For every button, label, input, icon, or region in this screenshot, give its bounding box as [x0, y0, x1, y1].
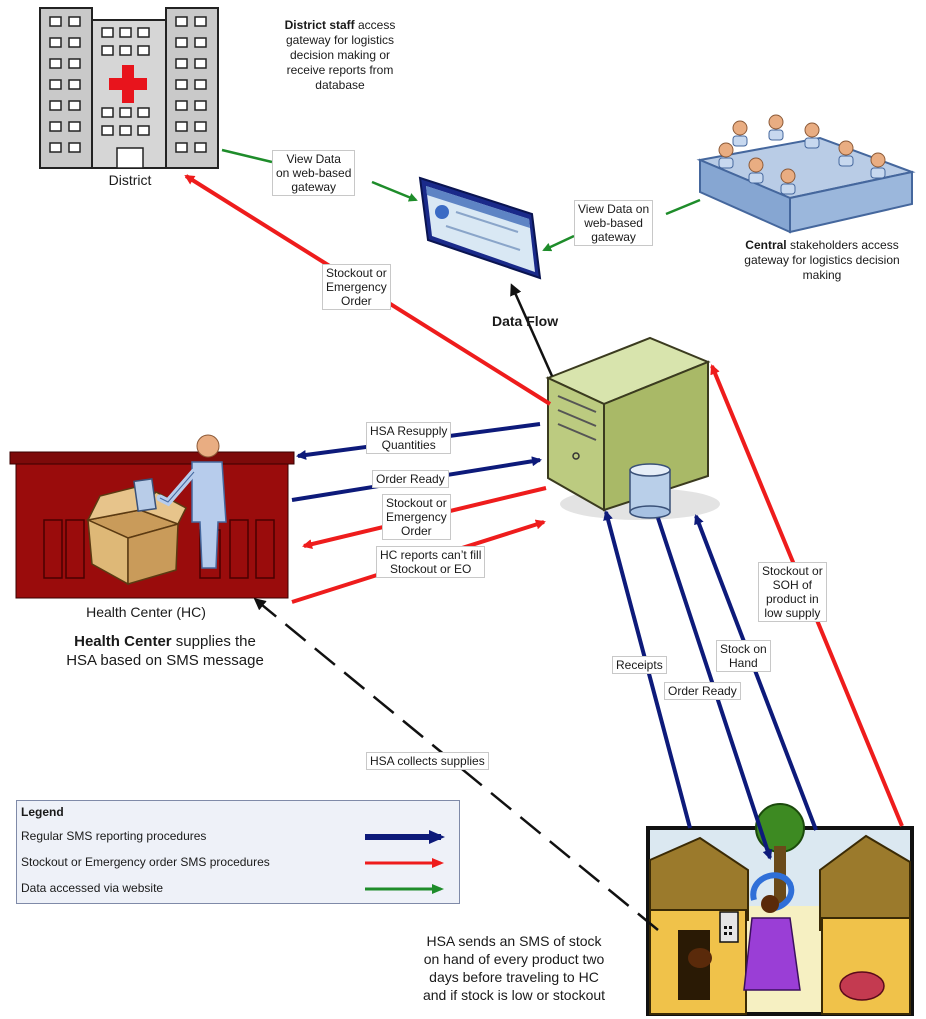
edge-label-line: HC reports can’t fill [380, 548, 482, 562]
database-cylinder-icon [629, 463, 671, 519]
edge-label-line: HSA Resupply [370, 424, 448, 438]
edge-label-district-view: View Data on web-based gateway [272, 150, 356, 196]
edge-label-line: Emergency [326, 280, 387, 294]
edge-label-line: Stockout or [762, 564, 823, 578]
district-label: District [108, 172, 152, 188]
edge-label-line: View Data on [578, 202, 650, 216]
edge-label-soh-low: Stockout or SOH of product in low supply [758, 562, 827, 622]
edge-label-line: Stock on [720, 642, 767, 656]
health-center-icon [9, 434, 295, 599]
hsa-description-line: days before traveling to HC [429, 969, 599, 985]
legend: Legend Regular SMS reporting procedures … [16, 800, 460, 904]
central-description: Central stakeholders access gateway for … [722, 238, 922, 283]
central-description-text: stakeholders access [786, 238, 899, 252]
edge-label-line: View Data [286, 152, 341, 166]
legend-title: Legend [21, 805, 64, 819]
stock-on-hand-arrow [694, 514, 818, 831]
edge-label-line: Order Ready [376, 472, 445, 486]
edge-label-district-stockout: Stockout or Emergency Order [322, 264, 391, 310]
district-description-line: receive reports from [286, 63, 394, 77]
edge-label-hsa-collects: HSA collects supplies [366, 752, 489, 770]
edge-label-hsa-resupply: HSA Resupply Quantities [366, 422, 452, 454]
central-view-arrow-segment [665, 198, 701, 216]
central-description-bold: Central [745, 238, 787, 252]
edge-label-line: Stockout or [326, 266, 387, 280]
district-description-line: gateway for logistics [285, 33, 395, 47]
district-description-text: access [354, 18, 396, 32]
legend-item-label: Stockout or Emergency order SMS procedur… [21, 855, 270, 869]
legend-item-label: Data accessed via website [21, 881, 164, 895]
edge-label-receipts: Receipts [612, 656, 667, 674]
legend-swatches [365, 830, 445, 894]
other-flow-lines [253, 283, 659, 931]
health-center-label: Health Center (HC) [86, 604, 206, 620]
district-description-line: database [315, 78, 365, 92]
central-description-line: gateway for logistics decision [744, 253, 900, 267]
hospital-building-icon [39, 7, 219, 169]
edge-label-line: Order [341, 294, 372, 308]
district-description-bold: District staff [284, 18, 355, 32]
central-description-line: making [802, 268, 842, 282]
edge-label-line: Stockout or EO [390, 562, 472, 576]
edge-label-line: gateway [591, 230, 636, 244]
edge-label-stock-on-hand: Stock on Hand [716, 640, 771, 672]
edge-label-line: HSA collects supplies [370, 754, 485, 768]
website-access-lines [221, 148, 701, 252]
box-icon [85, 478, 187, 586]
central-view-arrow [542, 234, 575, 252]
edge-label-hc-order-ready: Order Ready [372, 470, 449, 488]
meeting-table-icon [696, 114, 916, 234]
hsa-description-line: HSA sends an SMS of stock [426, 933, 602, 949]
district-view-arrow-segment [221, 148, 273, 164]
edge-label-line: Receipts [616, 658, 663, 672]
red-cross-icon [109, 65, 147, 103]
health-center-description-text: supplies the [171, 633, 256, 650]
edge-label-hc-cant-fill: HC reports can’t fill Stockout or EO [376, 546, 486, 578]
edge-label-line: gateway [291, 180, 337, 194]
edge-label-line: Order Ready [668, 684, 737, 698]
district-description-line: decision making or [289, 48, 391, 62]
edge-label-line: Quantities [381, 438, 436, 452]
edge-label-line: Stockout or [386, 496, 447, 510]
data-flow-label: Data Flow [492, 313, 559, 329]
edge-label-order-ready: Order Ready [664, 682, 741, 700]
edge-label-line: web-based [584, 216, 643, 230]
health-center-description: Health Center supplies the HSA based on … [30, 632, 300, 670]
edge-label-line: Emergency [386, 510, 447, 524]
district-view-arrow [371, 180, 418, 202]
hsa-collects-arrow [253, 598, 659, 931]
health-center-description-bold: Health Center [74, 633, 172, 650]
edge-label-line: Order [401, 524, 432, 538]
database-server-icon [545, 336, 720, 520]
health-center-description-line: HSA based on SMS message [66, 652, 264, 669]
edge-label-line: product in [766, 592, 819, 606]
hsa-description-line: and if stock is low or stockout [422, 987, 606, 1003]
village-hut-icon [646, 803, 914, 1016]
edge-label-central-view: View Data on web-based gateway [574, 200, 654, 246]
edge-label-line: low supply [764, 606, 821, 620]
edge-label-line: SOH of [772, 578, 813, 592]
district-description: District staff access gateway for logist… [260, 18, 420, 93]
web-gateway-icon [418, 176, 542, 280]
legend-item-label: Regular SMS reporting procedures [21, 829, 207, 843]
health-worker-icon [156, 434, 227, 569]
data-flow-arrow [510, 283, 554, 377]
edge-label-line: Hand [729, 656, 758, 670]
edge-label-line: on web-based [276, 166, 352, 180]
edge-label-hc-stockout: Stockout or Emergency Order [382, 494, 451, 540]
hsa-description-line: on hand of every product two [423, 951, 605, 967]
hsa-description: HSA sends an SMS of stock on hand of eve… [380, 932, 648, 1004]
